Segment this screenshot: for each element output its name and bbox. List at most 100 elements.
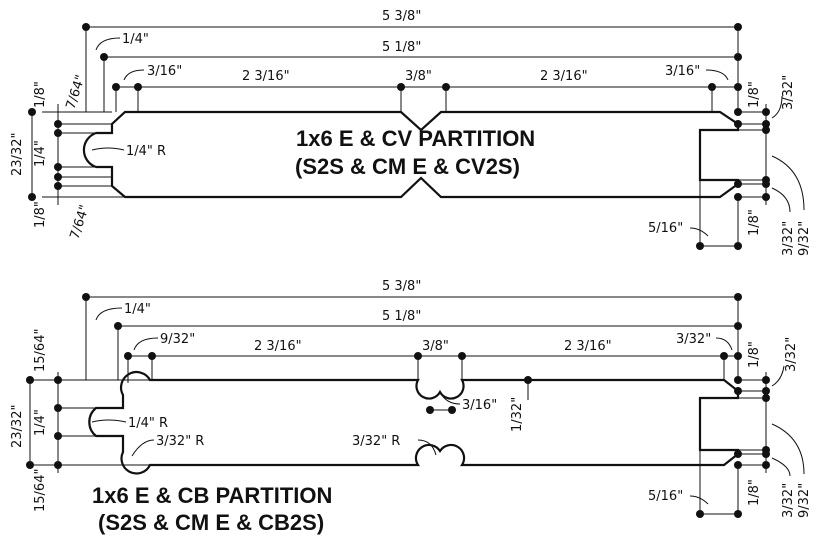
cv-dim-marker <box>762 120 770 128</box>
cb-left-top-edge-label: 15/64" <box>33 329 48 372</box>
cv-thickness-label: 23/32" <box>10 133 25 176</box>
cb-thickness-label: 23/32" <box>10 405 25 448</box>
cb-leader <box>715 337 733 351</box>
cv-face-right-label: 2 3/16" <box>540 69 588 84</box>
cv-leader <box>771 155 805 211</box>
cb-dim-marker <box>696 510 704 518</box>
cb-dim-marker <box>762 387 770 395</box>
cb-face-left-label: 2 3/16" <box>254 339 302 354</box>
cb-bead-height-label: 1/32" <box>510 397 525 432</box>
cb-dim-marker <box>734 352 742 360</box>
cv-dim-marker <box>54 129 62 137</box>
cv-dim-marker <box>28 108 36 116</box>
cv-dim-marker <box>696 242 704 250</box>
cb-right-top-chamfer-label: 3/32" <box>784 337 799 372</box>
cb-dim-marker <box>426 406 434 414</box>
cb-right-top-edge-label: 1/8" <box>747 341 762 368</box>
cv-dim-marker <box>734 242 742 250</box>
cv-dim-marker <box>734 180 742 188</box>
cv-right-top-edge-label: 1/8" <box>747 81 762 108</box>
cb-board-profile <box>88 370 740 475</box>
cv-dim-marker <box>734 83 742 91</box>
cv-tongue-offset-label: 1/4" <box>122 32 149 47</box>
cv-leader <box>705 69 729 81</box>
cb-left-bottom-edge-label: 15/64" <box>33 469 48 512</box>
cv-groove-width-label: 9/32" <box>797 221 812 256</box>
cb-dim-marker <box>734 322 742 330</box>
cv-v-groove-label: 3/8" <box>405 69 432 84</box>
cb-dim-marker <box>448 406 456 414</box>
cv-left-bottom-chamfer-label: 7/64" <box>68 203 93 241</box>
cv-leader <box>771 187 791 213</box>
cv-leader <box>689 227 709 237</box>
cv-right-chamfer-label: 3/16" <box>665 64 700 79</box>
cv-left-top-edge-label: 1/8" <box>33 81 48 108</box>
cv-leader <box>95 37 121 51</box>
cb-dim-marker <box>734 376 742 384</box>
cv-leader <box>771 95 783 119</box>
cb-tongue-offset-label: 1/4" <box>124 302 151 317</box>
cv-overall-width-label: 5 3/8" <box>382 9 421 24</box>
cb-dim-marker <box>54 432 62 440</box>
cv-leader <box>91 147 125 151</box>
cv-dim-marker <box>762 108 770 116</box>
cv-face-width-label: 5 1/8" <box>382 40 421 55</box>
cb-face-width-label: 5 1/8" <box>382 309 421 324</box>
cb-tongue-thickness-label: 1/4" <box>33 409 48 436</box>
cv-dim-marker <box>54 163 62 171</box>
cb-leader <box>417 439 437 456</box>
cb-center-bead-label: 3/8" <box>422 339 449 354</box>
cb-left-bead-label: 9/32" <box>160 332 195 347</box>
cb-dim-marker <box>54 404 62 412</box>
cb-dim-marker <box>54 376 62 384</box>
cb-overall-width-label: 5 3/8" <box>382 279 421 294</box>
cb-dim-marker <box>762 394 770 402</box>
cb-groove-depth-label: 5/16" <box>648 489 683 504</box>
cb-leader <box>771 365 785 387</box>
cv-title-line1: 1x6 E & CV PARTITION <box>296 126 535 151</box>
cb-right-chamfer-label: 3/32" <box>676 332 711 347</box>
cb-right-bottom-edge-label: 1/8" <box>747 479 762 506</box>
cv-groove-depth-label: 5/16" <box>648 221 683 236</box>
cb-groove-width-label: 9/32" <box>797 483 812 518</box>
cb-tongue-radius-label: 1/4" R <box>128 416 168 431</box>
cv-left-chamfer-label: 3/16" <box>147 64 182 79</box>
cb-dim-marker <box>54 461 62 469</box>
diagram-cb-partition: 5 3/8" 5 1/8" 1/4" 9/32" 2 3/16" 3/8" 2 … <box>10 279 812 535</box>
cv-title-line2: (S2S & CM E & CV2S) <box>295 154 520 179</box>
cb-dim-marker <box>734 387 742 395</box>
cb-leader <box>131 439 155 457</box>
cb-title-line2: (S2S & CM E & CB2S) <box>98 510 324 535</box>
cb-face-right-label: 2 3/16" <box>564 339 612 354</box>
cb-dim-marker <box>734 450 742 458</box>
cv-tongue-thickness-label: 1/4" <box>33 140 48 167</box>
cb-dim-marker <box>762 450 770 458</box>
cb-leader <box>95 307 123 321</box>
cv-face-left-label: 2 3/16" <box>242 69 290 84</box>
cb-right-bottom-chamfer-label: 3/32" <box>781 483 796 518</box>
cb-leader <box>771 457 791 477</box>
cv-left-bottom-edge-label: 1/8" <box>33 201 48 228</box>
cb-leader <box>439 391 461 405</box>
cv-left-top-chamfer-label: 7/64" <box>64 73 89 111</box>
cb-leader <box>91 419 127 423</box>
cv-right-top-chamfer-label: 3/32" <box>781 75 796 110</box>
cv-dim-marker <box>54 173 62 181</box>
cb-title-line1: 1x6 E & CB PARTITION <box>92 483 332 508</box>
diagram-cv-partition: 5 3/8" 5 1/8" 1/4" 3/16" 2 3/16" 3/8" 2 … <box>10 9 812 256</box>
cv-dim-marker <box>54 182 62 190</box>
cv-dim-marker <box>734 120 742 128</box>
cb-dim-marker <box>762 376 770 384</box>
cv-right-bottom-chamfer-label: 3/32" <box>781 221 796 256</box>
cb-dim-marker <box>26 461 34 469</box>
cb-leader <box>771 423 805 475</box>
cb-bead-depth-label: 3/16" <box>462 398 497 413</box>
cv-right-bottom-edge-label: 1/8" <box>747 209 762 236</box>
cv-tongue-radius-label: 1/4" R <box>126 144 166 159</box>
cb-dim-marker <box>734 510 742 518</box>
cb-leader <box>133 337 159 351</box>
cb-dim-marker <box>26 376 34 384</box>
cb-bead-radius-center-label: 3/32" R <box>352 434 400 449</box>
